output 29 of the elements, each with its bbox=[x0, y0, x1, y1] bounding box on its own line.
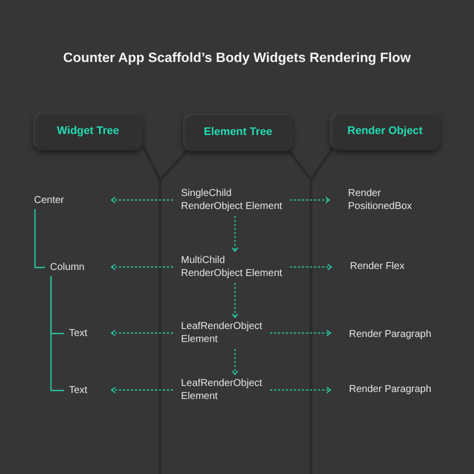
tree-item-label: Render PositionedBox bbox=[348, 187, 428, 213]
tree-connector-line bbox=[34, 209, 45, 268]
tree-item-label: Center bbox=[34, 194, 64, 207]
tree-item-label: Text bbox=[69, 384, 88, 397]
arrow bbox=[290, 264, 332, 270]
arrow bbox=[290, 196, 330, 204]
tree-item-label: Render Paragraph bbox=[349, 383, 432, 396]
arrow bbox=[111, 196, 173, 204]
tree-item-label: LeafRenderObject Element bbox=[181, 320, 271, 346]
tree-item-label: MultiChild RenderObject Element bbox=[181, 254, 287, 280]
diagram-title: Counter App Scaffold’s Body Widgets Rendering Flow bbox=[62, 50, 412, 65]
tree-item-label: Text bbox=[69, 327, 88, 340]
column-header-box: Widget Tree bbox=[33, 112, 143, 150]
arrow bbox=[232, 283, 238, 318]
tree-item-label: Render Paragraph bbox=[349, 328, 432, 341]
tree-connector-line bbox=[50, 276, 64, 392]
arrow bbox=[270, 330, 331, 336]
arrow bbox=[270, 386, 331, 394]
tree-item-label: Column bbox=[50, 261, 84, 274]
column-header-box: Element Tree bbox=[183, 113, 293, 151]
arrow bbox=[111, 264, 173, 270]
arrow bbox=[111, 330, 173, 336]
tree-item-label: LeafRenderObject Element bbox=[181, 377, 271, 403]
arrow bbox=[232, 216, 238, 252]
arrow bbox=[232, 349, 238, 375]
tree-item-label: SingleChild RenderObject Element bbox=[181, 187, 287, 213]
arrow bbox=[111, 386, 173, 394]
column-header-box: Render Object bbox=[330, 112, 440, 150]
tree-item-label: Render Flex bbox=[350, 260, 404, 273]
